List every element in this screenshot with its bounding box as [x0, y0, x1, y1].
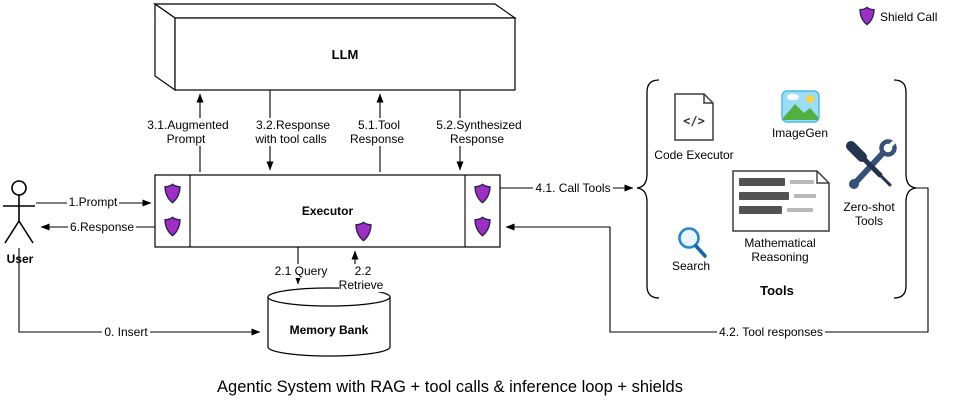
- code-executor-icon: </>: [674, 93, 714, 141]
- math-reasoning-label: Mathematical Reasoning: [744, 236, 816, 265]
- llm-label: LLM: [331, 47, 359, 62]
- llm-node: [153, 2, 517, 92]
- edge-label-augmented-prompt: 3.1.Augmented Prompt: [145, 118, 229, 147]
- edge-label-prompt: 1.Prompt: [66, 195, 120, 209]
- code-glyph: </>: [683, 114, 705, 128]
- edge-label-insert: 0. Insert: [102, 325, 150, 339]
- search-label: Search: [671, 259, 711, 273]
- edge-label-synthesized-response: 5.2.Synthesized Response: [434, 118, 522, 147]
- edge-label-query: 2.1 Query: [272, 264, 330, 278]
- imagegen-label: ImageGen: [771, 126, 829, 140]
- memory-bank-label: Memory Bank: [289, 323, 369, 337]
- edge-label-response-with-tool-calls: 3.2.Response with tool calls: [253, 118, 331, 147]
- zero-shot-tools-label: Zero-shot Tools: [843, 200, 895, 229]
- executor-label: Executor: [301, 204, 354, 218]
- edge-label-response: 6.Response: [68, 220, 137, 234]
- tools-group-label: Tools: [760, 283, 794, 298]
- tools-left-brace: [636, 79, 660, 299]
- tools-right-brace: [893, 79, 917, 299]
- executor-node: [154, 174, 501, 248]
- memory-bank-node: [267, 287, 391, 357]
- zero-shot-tools-icon: [846, 139, 897, 189]
- user-figure: [3, 180, 35, 244]
- imagegen-icon: [781, 90, 820, 123]
- code-executor-label: Code Executor: [654, 148, 734, 162]
- math-reasoning-icon: [732, 170, 830, 232]
- edge-label-call-tools: 4.1. Call Tools: [533, 181, 613, 195]
- edge-label-tool-response: 5.1.Tool Response: [349, 118, 407, 147]
- shield-legend-icon: [859, 6, 875, 26]
- edge-label-tool-responses: 4.2. Tool responses: [717, 325, 825, 339]
- shield-call-legend-label: Shield Call: [880, 10, 938, 24]
- edge-label-retrieve: 2.2 Retrieve: [338, 264, 386, 293]
- user-label: User: [6, 252, 34, 266]
- search-icon: [678, 227, 707, 258]
- diagram-title: Agentic System with RAG + tool calls & i…: [217, 378, 683, 396]
- edge-insert-line: [18, 248, 261, 336]
